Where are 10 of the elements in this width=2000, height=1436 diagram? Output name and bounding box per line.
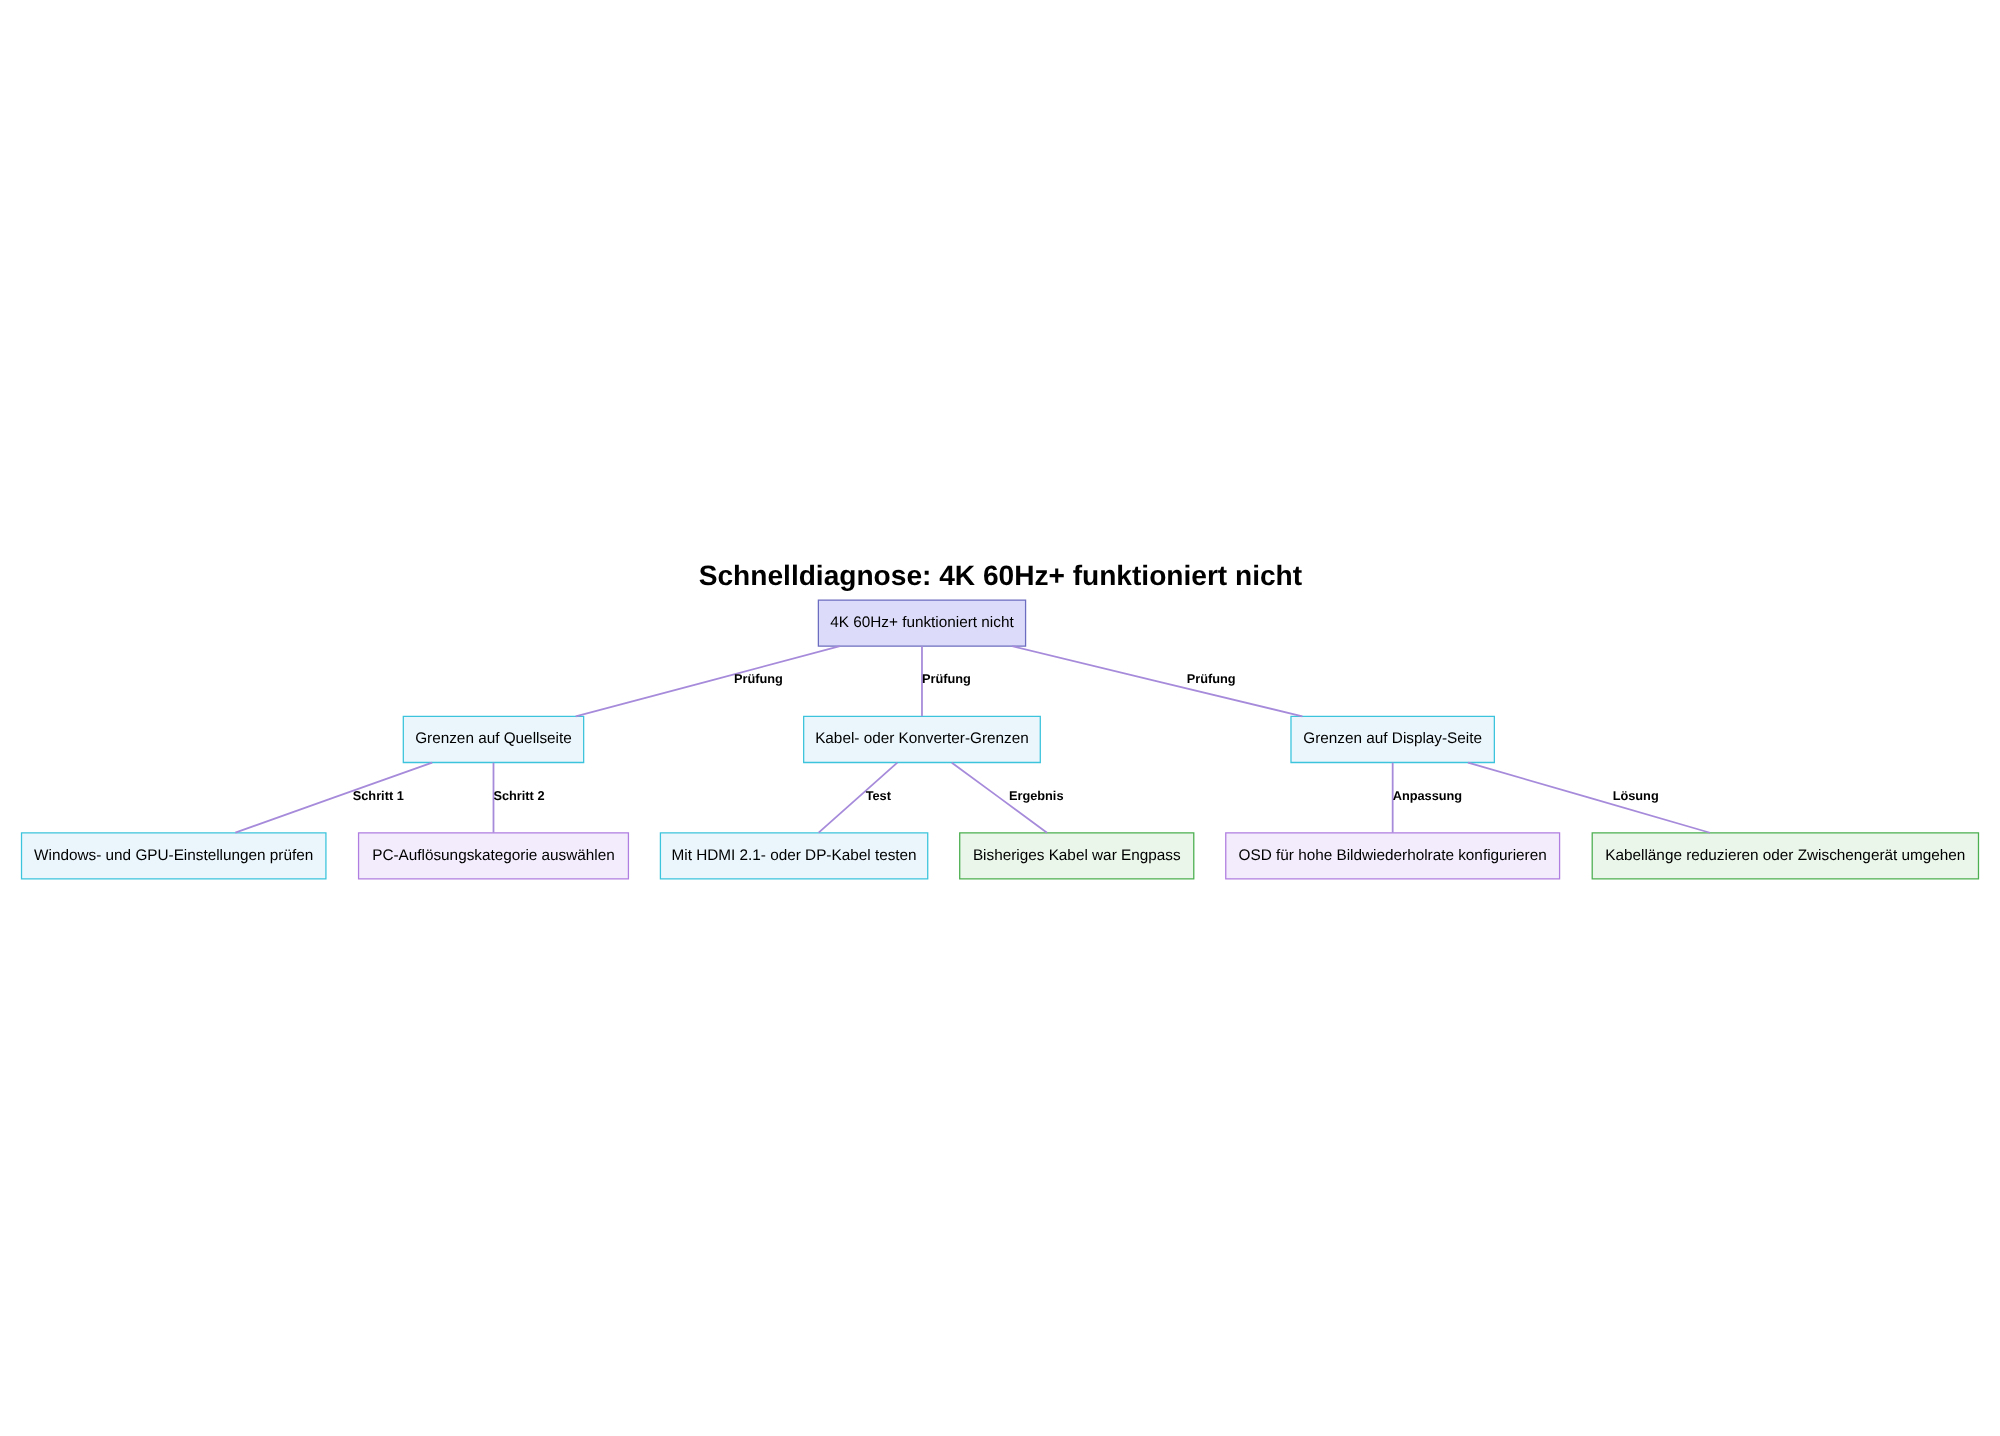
connector: [1467, 760, 1711, 833]
connector: [921, 644, 923, 717]
connector: [950, 760, 1048, 833]
connector: [1011, 644, 1304, 717]
connector: [492, 760, 495, 833]
connector: [234, 760, 434, 833]
connector: [574, 644, 841, 717]
connector: [817, 760, 899, 833]
connector: [1391, 760, 1394, 833]
diagram-title: Schnelldiagnose: 4K 60Hz+ funktioniert nicht: [698, 558, 1303, 591]
